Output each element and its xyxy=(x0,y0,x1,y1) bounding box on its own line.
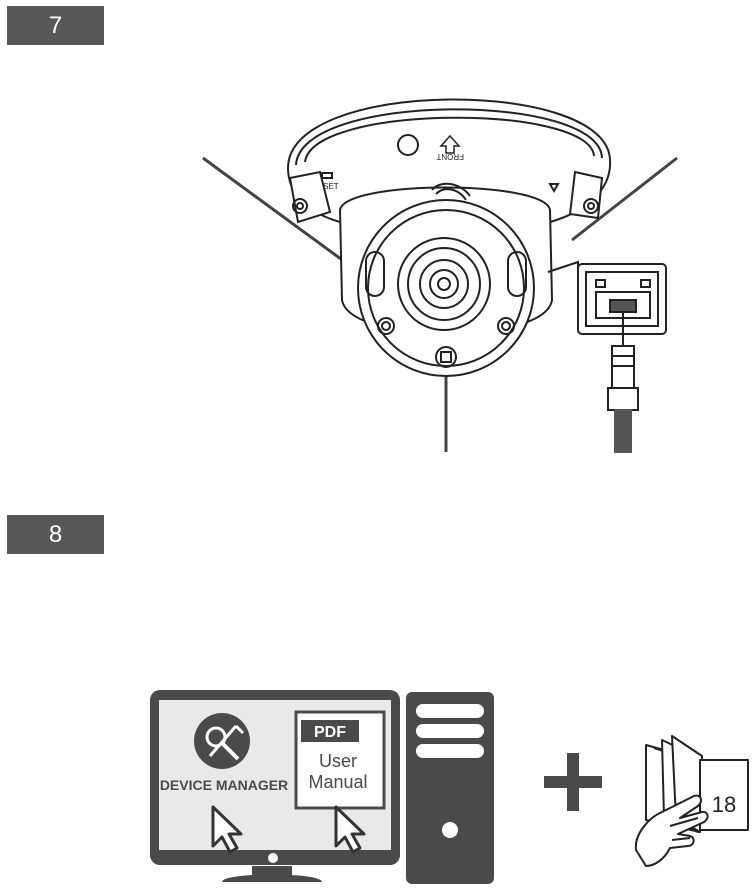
user-manual-pdf-icon[interactable] xyxy=(294,710,386,810)
device-manager-app-icon[interactable] xyxy=(194,713,250,769)
light-sensor xyxy=(435,346,457,368)
dome-camera-illustration: FRONT RESET xyxy=(202,98,678,453)
reset-button xyxy=(321,172,333,179)
manual-page-hand-icon xyxy=(634,735,749,867)
monitor-neck xyxy=(252,866,292,876)
front-arrow-icon xyxy=(439,134,461,154)
plus-icon xyxy=(544,753,602,811)
internal-cable xyxy=(431,182,471,197)
step-8-badge: 8 xyxy=(7,515,104,554)
pdf-label: PDF xyxy=(314,724,346,741)
triangle-mark-icon xyxy=(548,183,560,194)
hand-icon xyxy=(634,794,709,867)
drive-bay-1 xyxy=(416,704,484,718)
step-7-badge: 7 xyxy=(7,6,104,45)
mount-line-right xyxy=(571,156,678,242)
dome-base-rim-inner xyxy=(304,116,595,163)
mount-screw-right xyxy=(583,198,599,214)
pc-tower xyxy=(406,692,494,884)
drive-bay-2 xyxy=(416,724,484,738)
device-manager-label: DEVICE MANAGER xyxy=(160,777,288,793)
computer-illustration: DEVICE MANAGER PDF User Manual xyxy=(150,690,749,884)
lens-glass xyxy=(429,269,459,299)
ir-slot-right xyxy=(507,251,527,297)
lens-outer xyxy=(397,237,491,331)
monitor-power-dot xyxy=(268,853,278,863)
mount-screw-left xyxy=(292,198,308,214)
mount-line-left xyxy=(202,156,346,264)
manual-title-line1: User xyxy=(319,751,357,771)
drive-bay-3 xyxy=(416,744,484,758)
network-cable xyxy=(614,409,632,453)
cursor-icon-left xyxy=(211,805,243,854)
tower-power-button xyxy=(442,822,458,838)
manual-title-line2: Manual xyxy=(308,772,367,792)
cursor-icon-right xyxy=(334,805,366,854)
ir-led-right xyxy=(497,317,515,335)
reset-label: RESET xyxy=(312,182,339,191)
dome-base-rim xyxy=(295,108,603,166)
manual-page xyxy=(699,759,749,831)
monitor-stand xyxy=(222,874,322,882)
rj45-boot xyxy=(607,387,639,411)
ir-slot-left xyxy=(365,251,385,297)
lens-module xyxy=(357,199,535,377)
manual-page-number: 18 xyxy=(712,792,736,817)
front-label: FRONT xyxy=(436,152,464,161)
ir-led-left xyxy=(377,317,395,335)
screw-hole xyxy=(397,134,419,156)
